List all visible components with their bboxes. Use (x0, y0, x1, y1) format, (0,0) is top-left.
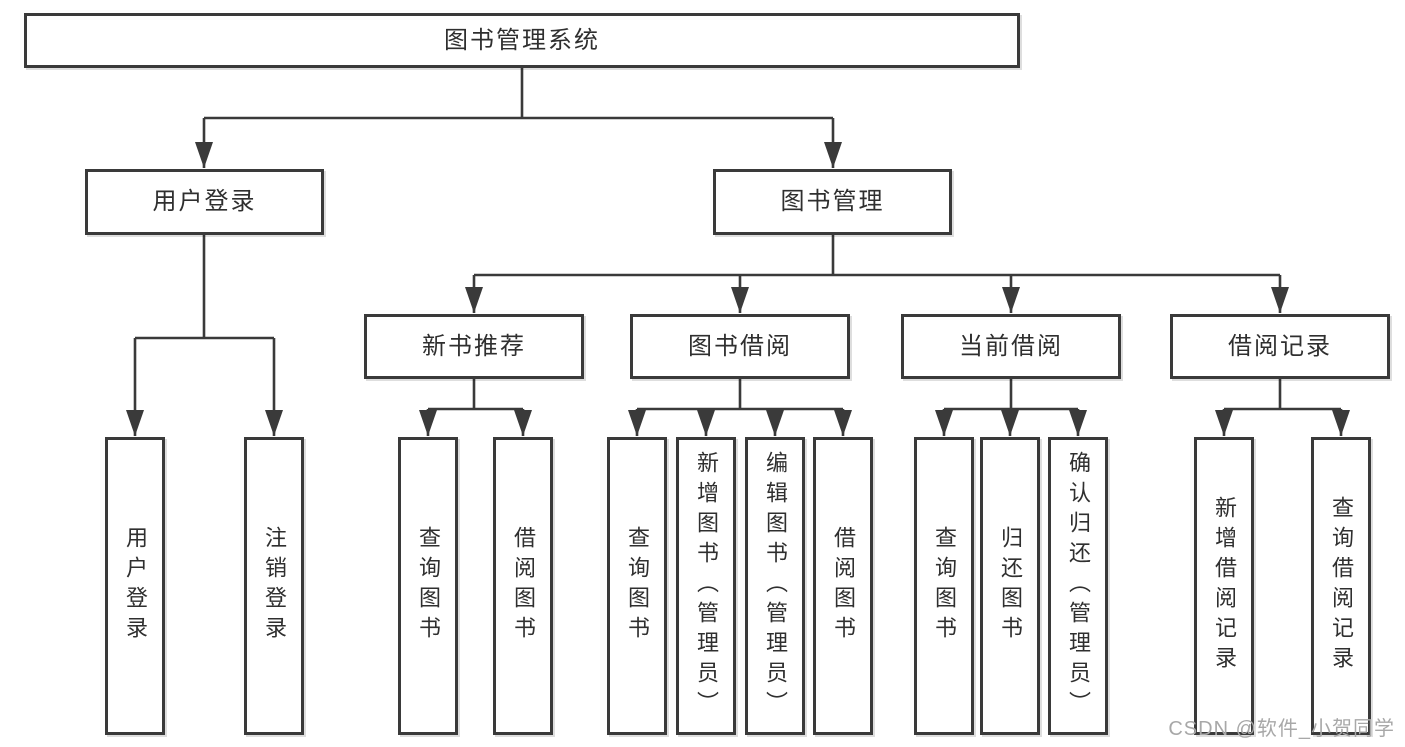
leaf-query-books-current: 查询图书 (914, 437, 974, 735)
connector-userlogin-to-leaves (133, 235, 276, 436)
leaf-user-login-label: 用户登录 (123, 526, 148, 646)
node-book-management: 图书管理 (713, 169, 952, 235)
csdn-watermark: CSDN @软件_小贺同学 (1168, 718, 1395, 740)
node-book-management-label: 图书管理 (780, 188, 885, 215)
node-borrowing-records: 借阅记录 (1170, 314, 1390, 379)
node-borrowing-records-label: 借阅记录 (1228, 332, 1332, 360)
leaf-user-login: 用户登录 (105, 437, 165, 735)
node-library-system: 图书管理系统 (24, 13, 1020, 68)
node-new-book-recommend-label: 新书推荐 (422, 332, 526, 360)
leaf-query-books-recommend: 查询图书 (398, 437, 458, 735)
leaf-query-borrow-record: 查询借阅记录 (1311, 437, 1371, 735)
leaf-add-borrow-record-label: 新增借阅记录 (1212, 496, 1237, 676)
node-book-borrowing: 图书借阅 (630, 314, 850, 379)
leaf-borrow-books-recommend: 借阅图书 (493, 437, 553, 735)
leaf-add-books-admin: 新增图书（管理员） (676, 437, 736, 735)
node-current-borrowing-label: 当前借阅 (959, 332, 1063, 360)
leaf-query-books-current-label: 查询图书 (932, 526, 957, 646)
leaf-borrow-books-label: 借阅图书 (831, 526, 856, 646)
leaf-add-borrow-record: 新增借阅记录 (1194, 437, 1254, 735)
connector-bookborrow-to-leaves (635, 379, 845, 436)
leaf-query-books-borrowing: 查询图书 (607, 437, 667, 735)
node-user-login: 用户登录 (85, 169, 324, 235)
leaf-query-borrow-record-label: 查询借阅记录 (1329, 496, 1354, 676)
connector-bookmgmt-to-level3 (472, 235, 1282, 313)
leaf-return-books-label: 归还图书 (998, 526, 1023, 646)
leaf-edit-books-admin: 编辑图书（管理员） (745, 437, 805, 735)
connector-root-to-level2 (202, 67, 835, 168)
leaf-logout: 注销登录 (244, 437, 304, 735)
node-book-borrowing-label: 图书借阅 (688, 332, 792, 360)
node-user-login-label: 用户登录 (152, 188, 257, 215)
connector-newbookrec-to-leaves (426, 379, 525, 436)
leaf-borrow-books-recommend-label: 借阅图书 (511, 526, 536, 646)
leaf-add-books-admin-label: 新增图书（管理员） (694, 451, 719, 721)
leaf-confirm-return-admin-label: 确认归还（管理员） (1066, 451, 1091, 721)
leaf-query-books-recommend-label: 查询图书 (416, 526, 441, 646)
node-library-system-label: 图书管理系统 (444, 26, 600, 54)
connector-currentborrow-to-leaves (942, 379, 1080, 436)
leaf-edit-books-admin-label: 编辑图书（管理员） (763, 451, 788, 721)
connector-borrowrecords-to-leaves (1222, 379, 1343, 436)
node-new-book-recommend: 新书推荐 (364, 314, 584, 379)
leaf-return-books: 归还图书 (980, 437, 1040, 735)
leaf-confirm-return-admin: 确认归还（管理员） (1048, 437, 1108, 735)
node-current-borrowing: 当前借阅 (901, 314, 1121, 379)
leaf-query-books-borrowing-label: 查询图书 (625, 526, 650, 646)
leaf-logout-label: 注销登录 (262, 526, 287, 646)
leaf-borrow-books: 借阅图书 (813, 437, 873, 735)
